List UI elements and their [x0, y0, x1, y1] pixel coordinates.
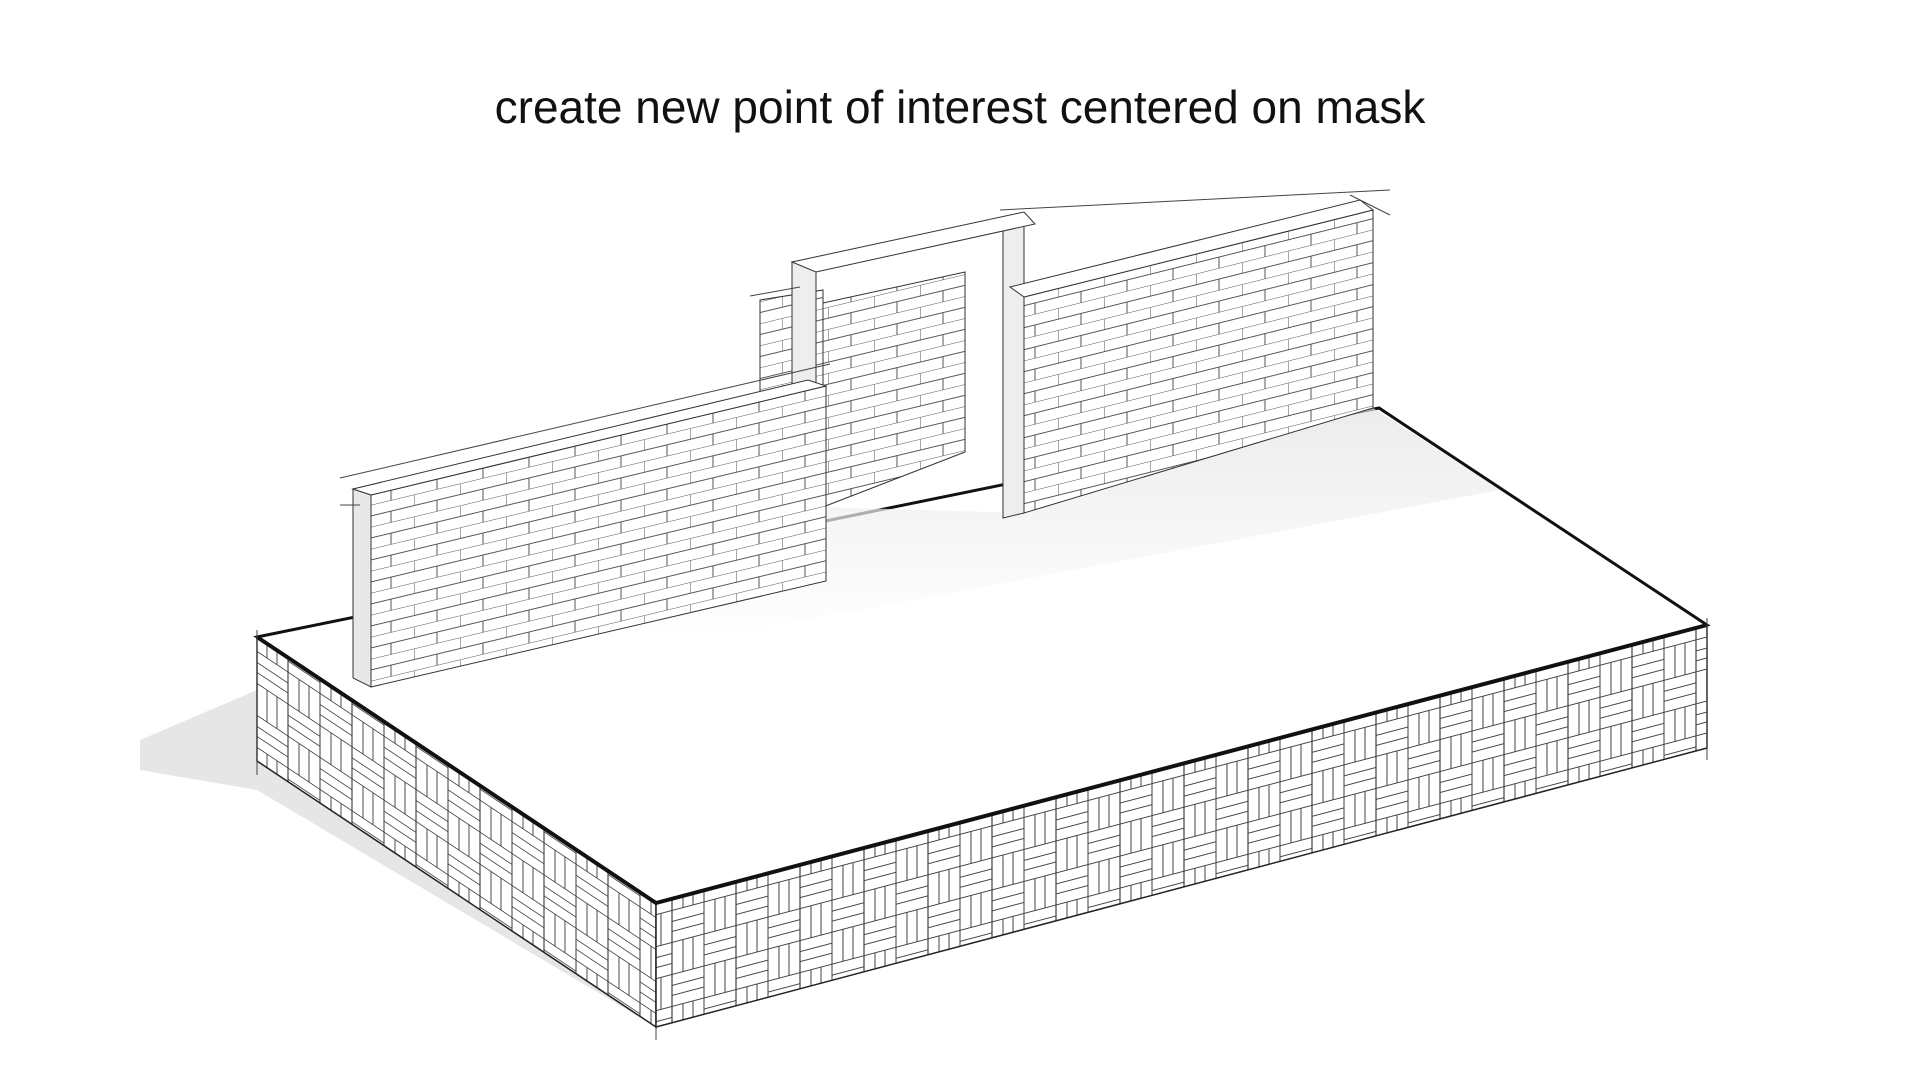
platform-edge: [255, 623, 1708, 906]
left-wall-end: [352, 488, 372, 688]
floor-shading: [600, 408, 1500, 640]
door-lintel: [790, 211, 1036, 273]
caption: create new point of interest centered on…: [494, 81, 1426, 133]
ground-shadow: [140, 690, 656, 1027]
left-wall-cap: [351, 379, 828, 496]
inner-wall: [822, 271, 966, 508]
door-right-post: [1002, 223, 1025, 519]
construction-lines: [256, 189, 1708, 1040]
